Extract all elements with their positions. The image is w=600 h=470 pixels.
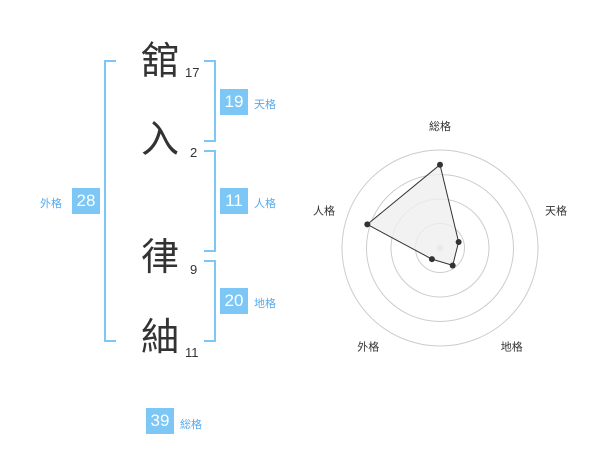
radar-axis-label: 総格 <box>429 119 451 133</box>
radar-points <box>364 161 462 269</box>
radar-axis-label: 人格 <box>313 203 335 217</box>
tenkaku-bracket <box>204 60 216 142</box>
jinkaku-bracket <box>204 150 216 252</box>
tenkaku-value-badge: 19 <box>220 89 248 115</box>
radar-point <box>428 256 435 263</box>
radar-grid-ring <box>341 149 539 347</box>
gaikaku-label: 外格 <box>40 197 62 210</box>
chikaku-bracket <box>204 260 216 342</box>
jinkaku-label: 人格 <box>254 197 276 210</box>
tenkaku-label: 天格 <box>254 98 276 111</box>
stroke-count-4: 11 <box>185 345 199 360</box>
radar-point <box>449 262 456 269</box>
stroke-count-2: 2 <box>190 145 198 160</box>
stroke-count-3: 9 <box>190 262 198 277</box>
radar-point <box>437 161 443 168</box>
jinkaku-value-badge: 11 <box>220 188 248 214</box>
chikaku-label: 地格 <box>254 297 276 310</box>
radar-axis-label: 地格 <box>501 340 523 354</box>
soukaku-value-badge: 39 <box>146 408 174 434</box>
name-char-1: 舘 <box>141 39 180 83</box>
radar-axis-label: 天格 <box>545 203 567 217</box>
radar-axis-label: 外格 <box>357 340 379 354</box>
soukaku-label: 総格 <box>180 418 202 431</box>
stroke-count-1: 17 <box>185 65 200 80</box>
radar-point <box>455 238 462 245</box>
name-char-4: 紬 <box>141 315 180 359</box>
chikaku-value-badge: 20 <box>220 288 248 314</box>
radar-shape <box>366 163 460 267</box>
gaikaku-bracket <box>104 60 116 342</box>
name-char-2: 入 <box>141 117 180 161</box>
radar-point <box>364 221 371 228</box>
gaikaku-value-badge: 28 <box>72 188 100 214</box>
name-char-3: 律 <box>141 235 180 279</box>
